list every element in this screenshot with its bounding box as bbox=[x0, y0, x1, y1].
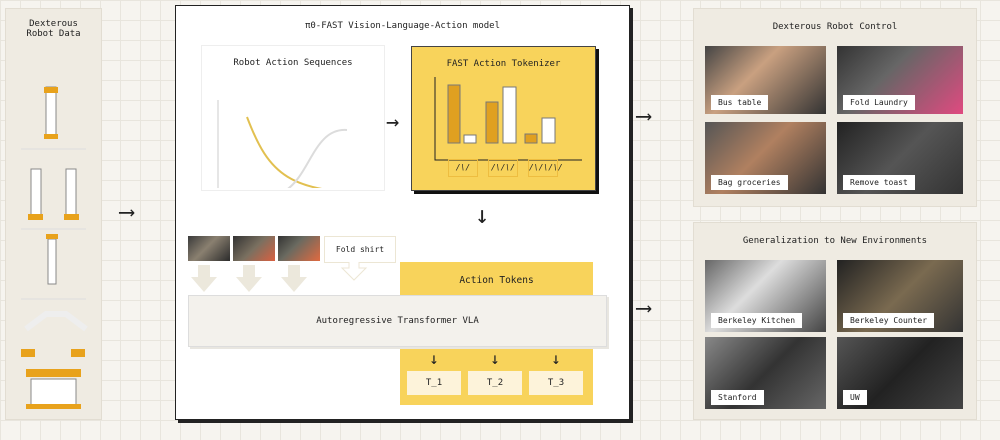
arrow-down-icon: ↓ bbox=[429, 349, 439, 368]
action-curves bbox=[217, 100, 348, 188]
token-box: T_2 bbox=[468, 371, 522, 395]
token-chip: /\/ bbox=[448, 159, 478, 177]
task-image: Remove toast bbox=[837, 122, 963, 194]
input-arrows bbox=[191, 262, 368, 292]
sequences-title: Robot Action Sequences bbox=[233, 58, 353, 68]
task-label: Remove toast bbox=[843, 175, 915, 190]
token-chip: /\/\/ bbox=[488, 159, 518, 177]
environment-image: Berkeley Counter bbox=[837, 260, 963, 332]
tokenizer-title: FAST Action Tokenizer bbox=[446, 59, 561, 69]
task-image: Bag groceries bbox=[705, 122, 826, 194]
arrow-down-icon: ↓ bbox=[551, 349, 561, 368]
camera-image bbox=[188, 236, 230, 261]
model-title: π0-FAST Vision-Language-Action model bbox=[304, 21, 501, 31]
transformer-box: Autoregressive Transformer VLA bbox=[188, 295, 607, 347]
prompt-box: Fold shirt bbox=[324, 236, 396, 263]
arrow-right-icon: ⟶ bbox=[637, 296, 651, 321]
action-sequences-box: Robot Action Sequences bbox=[201, 45, 385, 191]
arrow-right-icon: ⟶ bbox=[120, 200, 134, 225]
token-chip: /\/\/\/ bbox=[528, 159, 563, 177]
fast-tokenizer-box: FAST Action Tokenizer /\/ /\/\/ /\/\/\/ bbox=[411, 46, 596, 191]
generalization-panel: Generalization to New Environments Berke… bbox=[693, 222, 977, 420]
arrow-right-icon: → bbox=[386, 110, 400, 135]
arrow-down-icon: ↓ bbox=[475, 201, 490, 229]
token-box: T_3 bbox=[529, 371, 583, 395]
token-bars bbox=[434, 77, 582, 161]
environment-label: Berkeley Counter bbox=[843, 313, 935, 328]
task-label: Bus table bbox=[711, 95, 769, 110]
transformer-label: Autoregressive Transformer VLA bbox=[316, 316, 479, 326]
camera-image bbox=[233, 236, 275, 261]
environment-image: UW bbox=[837, 337, 963, 409]
action-tokens-title: Action Tokens bbox=[459, 275, 534, 286]
camera-image bbox=[278, 236, 320, 261]
task-image: Bus table bbox=[705, 46, 826, 114]
title-line: Robot Data bbox=[26, 29, 81, 39]
environment-label: Berkeley Kitchen bbox=[711, 313, 803, 328]
title-line: Dexterous bbox=[29, 19, 78, 29]
dexterous-control-panel: Dexterous Robot Control Bus table Fold L… bbox=[693, 8, 977, 207]
panel-title: Generalization to New Environments bbox=[742, 236, 928, 246]
arrow-down-icon: ↓ bbox=[490, 349, 500, 368]
environment-label: Stanford bbox=[711, 390, 764, 405]
environment-image: Stanford bbox=[705, 337, 826, 409]
robot-arms-illustration bbox=[21, 86, 88, 412]
task-label: Fold Laundry bbox=[843, 95, 915, 110]
environment-image: Berkeley Kitchen bbox=[705, 260, 826, 332]
arrow-right-icon: ⟶ bbox=[637, 104, 651, 129]
task-image: Fold Laundry bbox=[837, 46, 963, 114]
environment-label: UW bbox=[843, 390, 867, 405]
token-box: T_1 bbox=[407, 371, 461, 395]
prompt-text: Fold shirt bbox=[335, 245, 385, 254]
panel-title: Dexterous Robot Control bbox=[772, 22, 898, 32]
task-label: Bag groceries bbox=[711, 175, 788, 190]
